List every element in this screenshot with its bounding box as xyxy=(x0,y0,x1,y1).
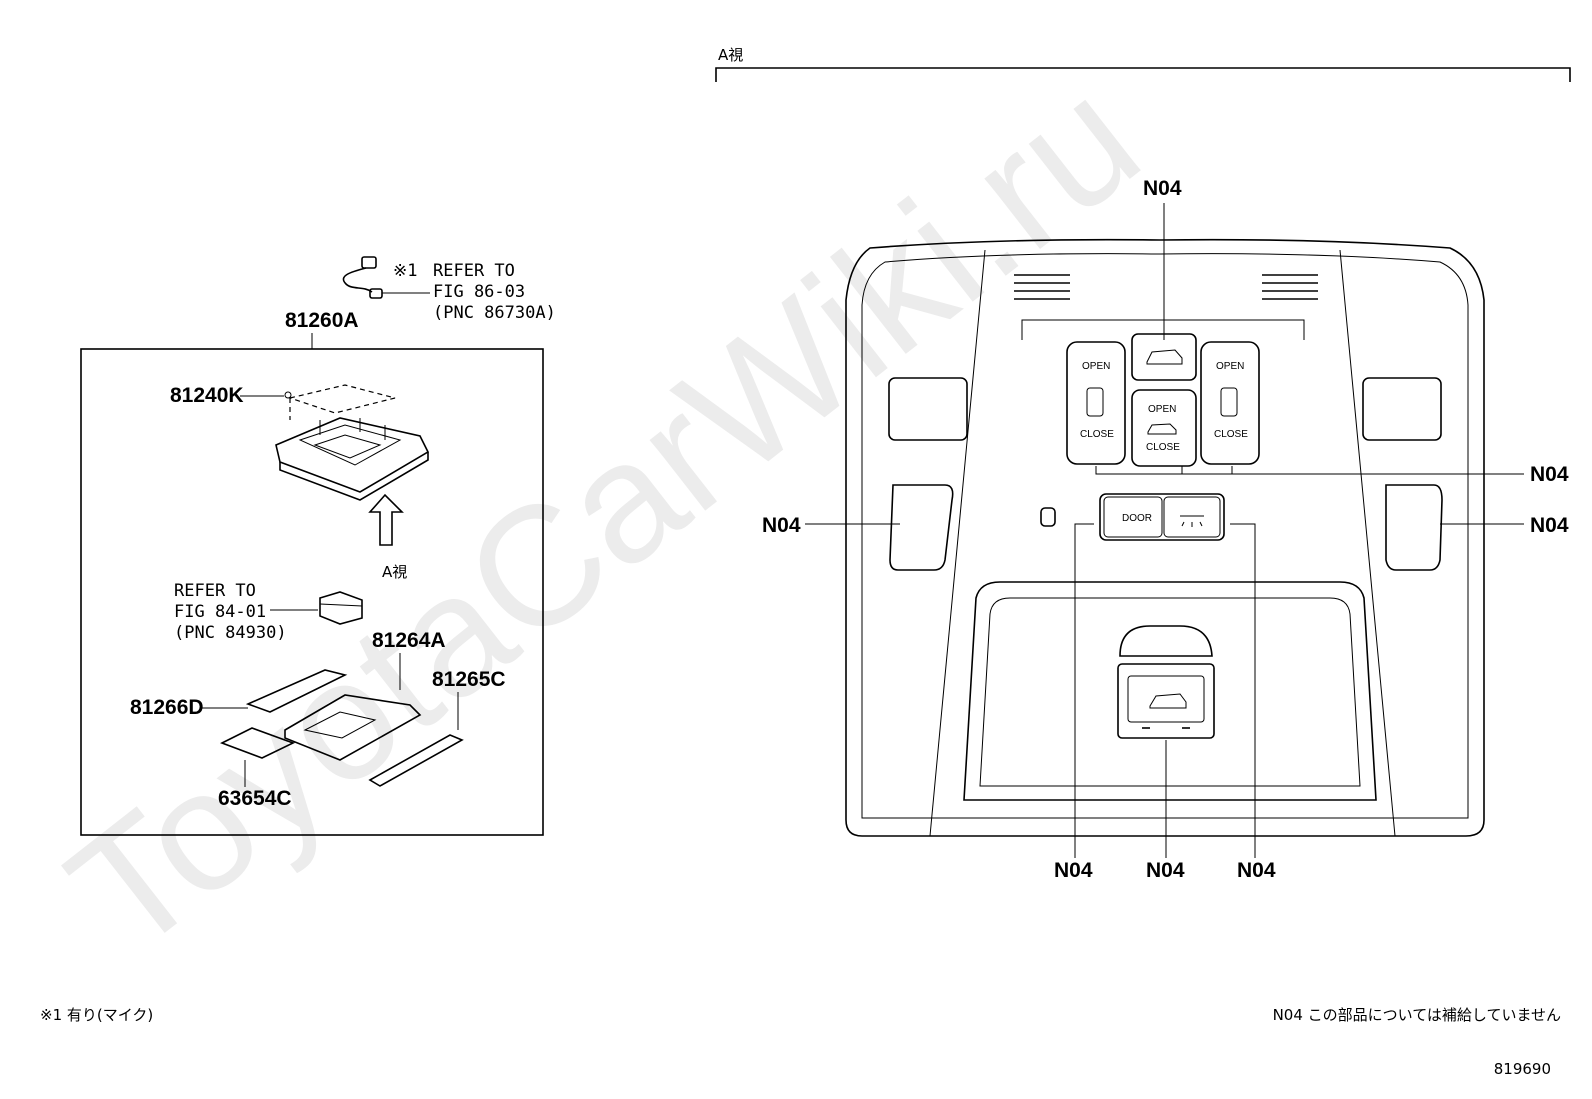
center-close-label: CLOSE xyxy=(1146,442,1180,453)
right-open-label: OPEN xyxy=(1216,361,1244,372)
van-icon xyxy=(1146,349,1183,365)
left-lamp-lens xyxy=(888,377,968,441)
part-81264A: 81264A xyxy=(372,629,446,652)
center-power-door-switch[interactable] xyxy=(1131,389,1197,467)
footer-note-left: ※1 有り(マイク) xyxy=(40,1006,153,1024)
view-arrow-icon xyxy=(368,493,404,546)
callout-n04-top: N04 xyxy=(1143,177,1182,200)
callout-n04-right-lower: N04 xyxy=(1530,514,1569,537)
figure-number: 819690 xyxy=(1494,1060,1551,1078)
watermark: ToyotaCarWiki.ru xyxy=(36,43,1173,990)
van-icon xyxy=(1147,423,1177,435)
rear-unit-hood xyxy=(1119,625,1213,657)
van-icon xyxy=(1149,693,1187,709)
dome-light-icon xyxy=(1180,515,1204,527)
door-button[interactable] xyxy=(1103,496,1163,538)
left-close-label: CLOSE xyxy=(1080,429,1114,440)
light-switch-panel xyxy=(1099,493,1225,541)
callout-n04-bottom-right: N04 xyxy=(1237,859,1276,882)
rear-unit[interactable] xyxy=(1117,663,1215,739)
sensor-icon xyxy=(1040,507,1056,527)
dome-light-button[interactable] xyxy=(1163,496,1221,538)
view-title: A視 xyxy=(718,46,743,64)
right-lamp-lens xyxy=(1362,377,1442,441)
part-81260A: 81260A xyxy=(285,309,359,332)
refer-1-line3: (PNC 86730A) xyxy=(433,303,556,323)
microphone-part-icon xyxy=(342,256,430,299)
right-slide-door-switch[interactable] xyxy=(1200,341,1260,465)
callout-n04-bottom-center: N04 xyxy=(1146,859,1185,882)
rear-door-button[interactable] xyxy=(1131,333,1197,381)
left-open-label: OPEN xyxy=(1082,361,1110,372)
part-63654C: 63654C xyxy=(218,787,292,810)
refer-1-line2: FIG 86-03 xyxy=(433,282,525,302)
door-label: DOOR xyxy=(1122,513,1152,524)
refer-1-mark: ※1 xyxy=(393,261,417,281)
right-map-light-switch[interactable] xyxy=(1385,484,1443,571)
right-grille-icon xyxy=(1262,274,1318,300)
callout-n04-right-upper: N04 xyxy=(1530,463,1569,486)
assembly-box xyxy=(80,348,544,836)
refer-1-line1: REFER TO xyxy=(433,261,515,281)
left-map-light-switch[interactable] xyxy=(889,484,954,571)
console-outline xyxy=(845,238,1485,837)
dome-lens xyxy=(963,581,1377,801)
center-open-label: OPEN xyxy=(1148,404,1176,415)
refer-2-line2: FIG 84-01 xyxy=(174,602,266,622)
refer-2-line1: REFER TO xyxy=(174,581,256,601)
door-icon xyxy=(1086,387,1104,417)
footer-note-right: N04 この部品については補給していません xyxy=(1273,1006,1561,1024)
left-assembly: ※1 REFER TO FIG 86-03 (PNC 86730A) 81260… xyxy=(80,256,556,836)
part-81266D: 81266D xyxy=(130,696,204,719)
view-label-a: A視 xyxy=(382,563,407,581)
door-icon xyxy=(1220,387,1238,417)
right-view: A視 OPEN CLOSE OPEN xyxy=(715,46,1571,882)
callout-n04-left: N04 xyxy=(762,514,801,537)
left-slide-door-switch[interactable] xyxy=(1066,341,1126,465)
lamp-module-icon xyxy=(319,591,363,625)
part-81265C: 81265C xyxy=(432,668,506,691)
pad-icon xyxy=(220,727,296,759)
right-close-label: CLOSE xyxy=(1214,429,1248,440)
part-81240K: 81240K xyxy=(170,384,244,407)
left-grille-icon xyxy=(1014,274,1070,300)
callout-n04-bottom-left: N04 xyxy=(1054,859,1093,882)
trim-pieces-icon xyxy=(245,669,464,787)
console-housing-icon xyxy=(275,384,430,501)
refer-2-line3: (PNC 84930) xyxy=(174,623,287,643)
